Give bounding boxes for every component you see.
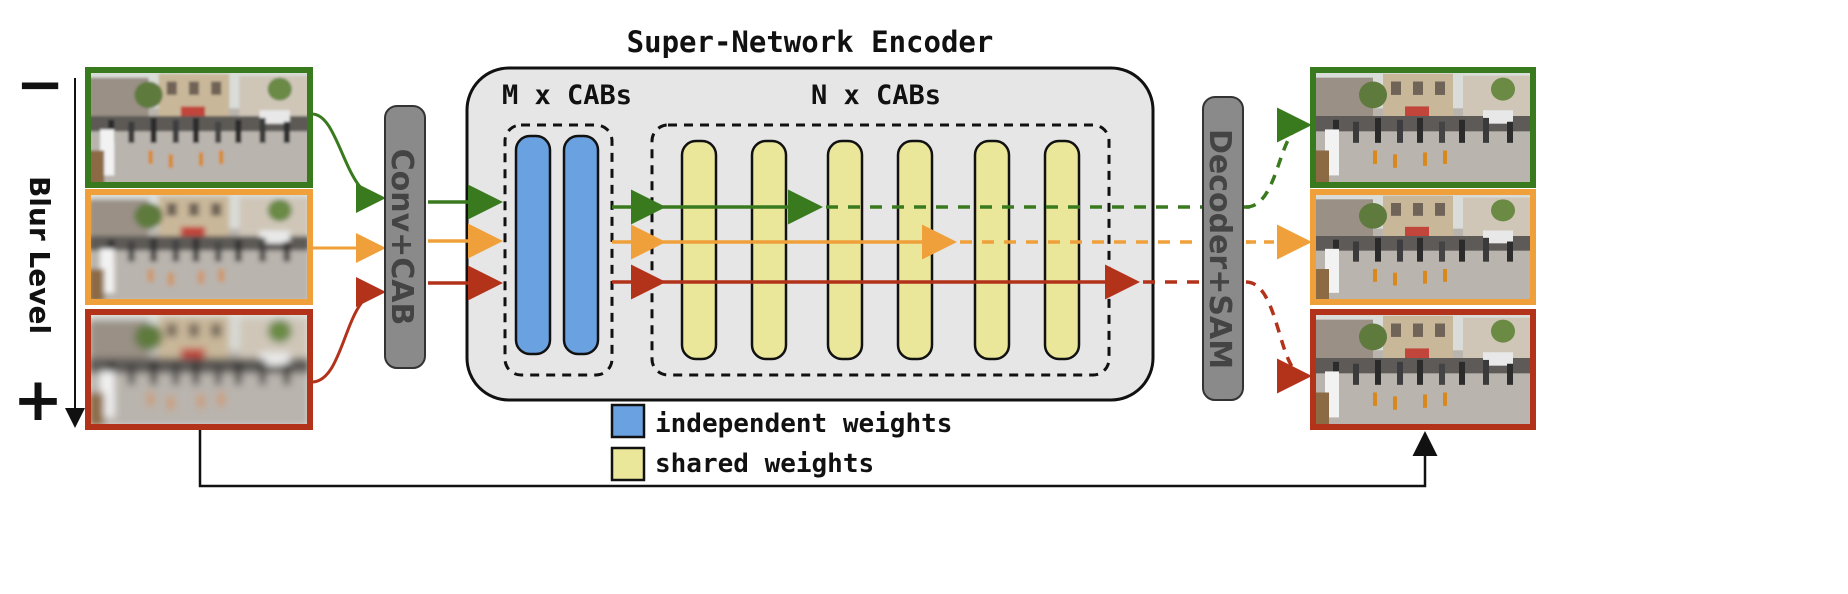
legend: independent weights shared weights (610, 403, 952, 482)
plus-sign: + (13, 365, 63, 435)
n-cabs-label: N x CABs (811, 80, 941, 111)
shared-cab (750, 139, 788, 361)
shared-weights-swatch (610, 446, 646, 482)
conv-cab-label: Conv+CAB (384, 149, 419, 326)
decoder-sam-label: Decoder+SAM (1202, 129, 1237, 369)
m-cabs-label: M x CABs (502, 80, 632, 111)
independent-cab (562, 134, 600, 356)
shared-cab (896, 139, 934, 361)
red-input-arrow (311, 277, 386, 384)
minus-sign: − (16, 50, 65, 118)
red-output-arrow (1245, 280, 1312, 394)
conv-cab-block: Conv+CAB (384, 105, 426, 369)
shared-weights-label: shared weights (655, 449, 874, 479)
shared-cab (680, 139, 718, 361)
low-blur-output (1310, 67, 1536, 188)
independent-weights-swatch (610, 403, 646, 439)
blur-level-axis: − Blur Level + (13, 50, 85, 435)
independent-cab (514, 134, 552, 356)
shared-cab (1043, 139, 1081, 361)
medium-blur-output (1310, 189, 1536, 305)
shared-cab (826, 139, 864, 361)
global-skip-connection (198, 430, 1438, 488)
high-blur-output (1310, 309, 1536, 430)
independent-cab-group (503, 123, 614, 377)
green-output-arrow (1245, 107, 1312, 209)
high-blur-input (85, 309, 313, 430)
independent-weights-label: independent weights (655, 409, 952, 439)
shared-cab (973, 139, 1011, 361)
low-blur-input (85, 67, 313, 188)
green-input-arrow (311, 112, 386, 213)
encoder-title: Super-Network Encoder (627, 25, 994, 59)
medium-blur-input (85, 189, 313, 305)
decoder-sam-block: Decoder+SAM (1202, 96, 1244, 401)
blur-level-label: Blur Level (23, 176, 56, 334)
